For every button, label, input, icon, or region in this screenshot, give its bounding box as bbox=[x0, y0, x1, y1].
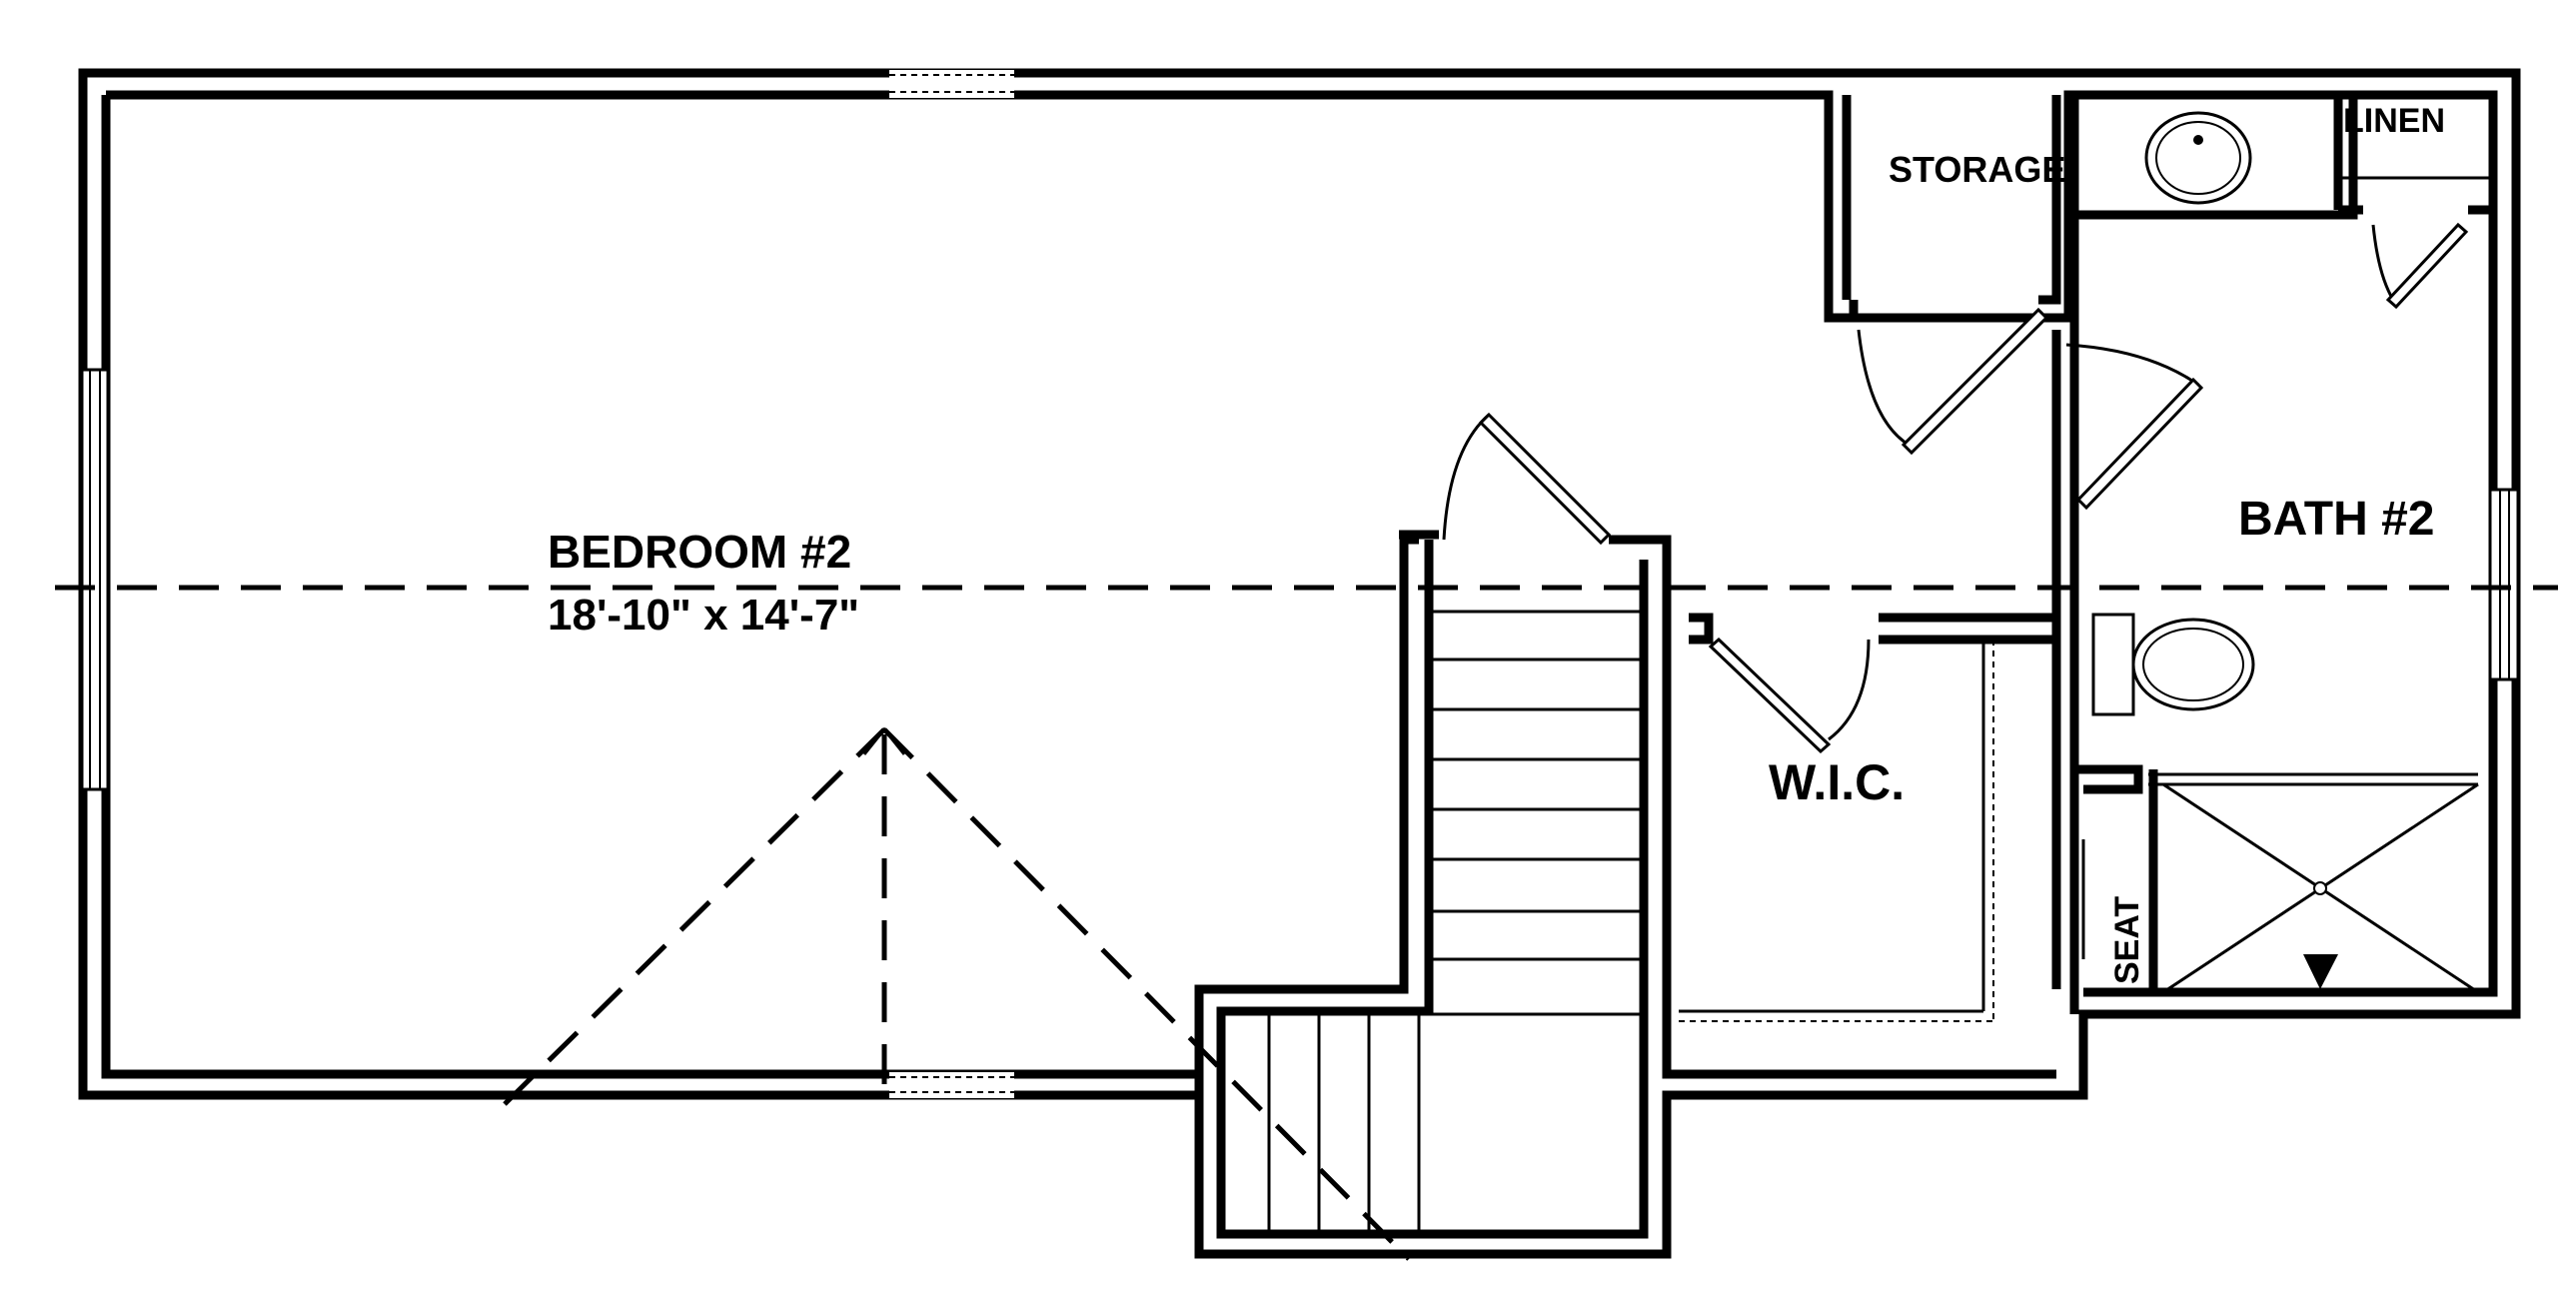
storage-label: STORAGE bbox=[1889, 149, 2065, 190]
bath-label: BATH #2 bbox=[2238, 493, 2434, 546]
toilet-bowl-icon bbox=[2131, 618, 2255, 711]
exterior-walls bbox=[78, 68, 2521, 1259]
ceiling-lines bbox=[55, 585, 2558, 1261]
drain-arrow-icon bbox=[2303, 954, 2338, 989]
sink-icon bbox=[2144, 111, 2252, 205]
linen-label: LINEN bbox=[2343, 102, 2445, 140]
stair-treads bbox=[1267, 610, 1644, 1234]
toilet-tank-icon bbox=[2091, 613, 2135, 716]
wic-label: W.I.C. bbox=[1769, 754, 1905, 810]
bedroom-size-label: 18'-10" x 14'-7" bbox=[548, 591, 859, 640]
doors bbox=[1442, 222, 2469, 754]
bedroom-name-label: BEDROOM #2 bbox=[548, 526, 851, 578]
fixtures bbox=[2081, 111, 2479, 994]
seat-label: SEAT bbox=[2108, 896, 2146, 984]
windows bbox=[80, 70, 2520, 1098]
interior-walls bbox=[1194, 95, 2493, 1254]
